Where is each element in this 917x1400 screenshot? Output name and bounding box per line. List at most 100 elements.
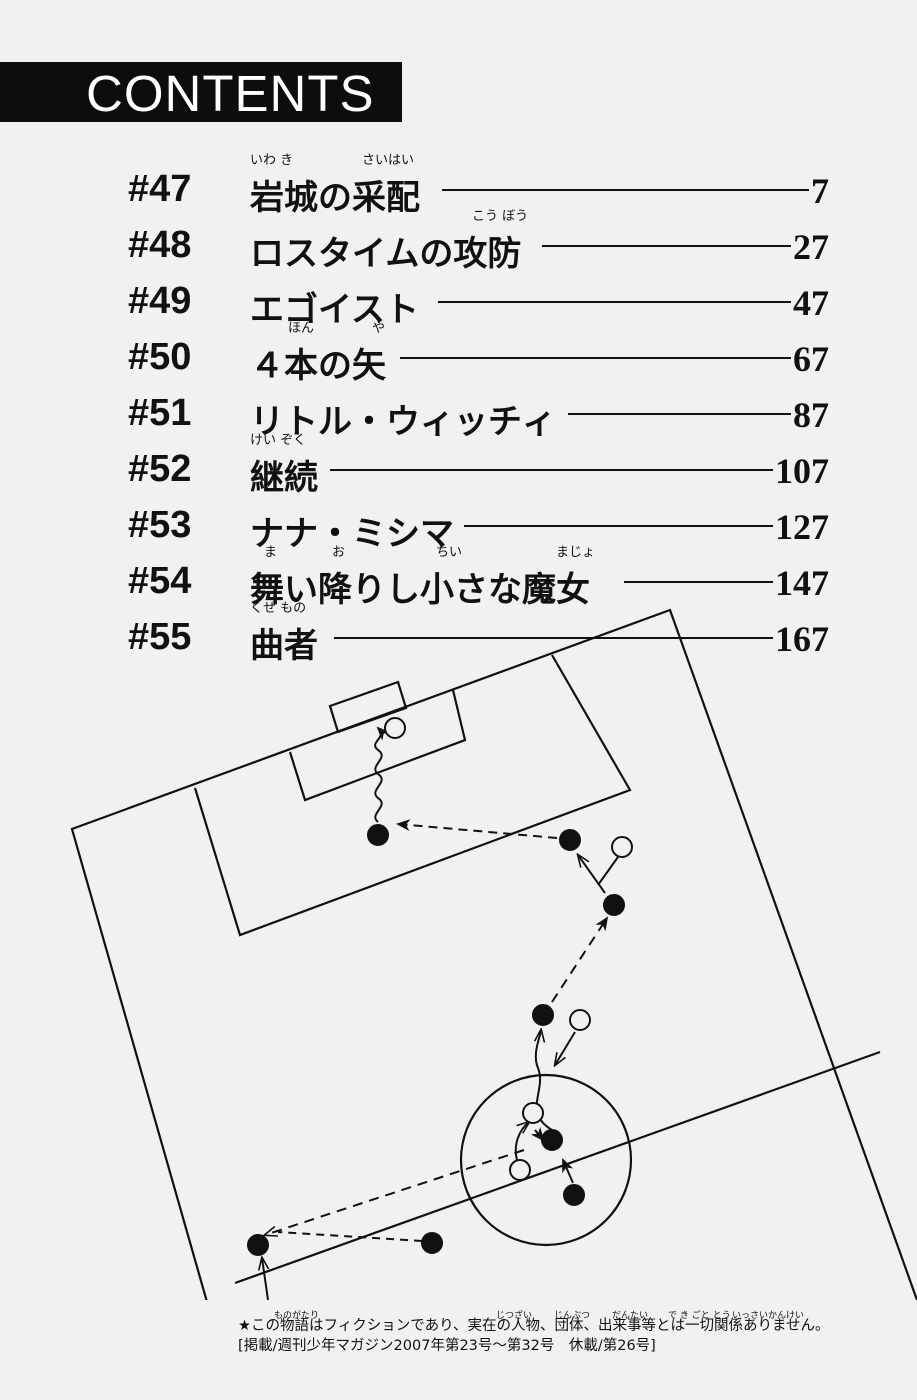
leader-line [442, 189, 821, 191]
page-number: 7 [809, 170, 829, 212]
chapter-title: 継続 [250, 450, 324, 499]
pass-arrow-4 [265, 1149, 525, 1235]
furigana: や [372, 321, 386, 336]
player-white [384, 717, 406, 739]
furigana: お [332, 545, 346, 560]
dribble-path-to-goal [374, 726, 391, 823]
player-white [509, 1159, 531, 1181]
chapter-number: #53 [128, 504, 192, 546]
table-of-contents: いわ き さいはい #47 岩城の采配 7 こう ぼう #48 ロスタイムの攻防 27 #49 エゴ… [0, 0, 917, 680]
chapter-number: #48 [128, 224, 192, 266]
toc-row[interactable]: こう ぼう #48 ロスタイムの攻防 27 [0, 209, 917, 275]
chapter-number: #47 [128, 168, 192, 210]
leader-line [464, 525, 821, 527]
penalty-area [193, 654, 632, 937]
pass-arrow-1 [396, 819, 558, 839]
footnote-furigana: じつざい [496, 1311, 533, 1321]
footnote-furigana: だんたい [612, 1311, 649, 1321]
player-white [569, 1009, 591, 1031]
chapter-number: #52 [128, 448, 192, 490]
run-arrow-4 [262, 1258, 268, 1300]
page-number: 127 [773, 506, 829, 548]
leader-line [438, 301, 821, 303]
disclaimer-line: ★この物語はフィクションであり、実在の人物、団体、出来事等とは一切関係ありません… [238, 1311, 908, 1336]
pass-arrow-2 [551, 916, 609, 1003]
leader-line [624, 581, 821, 583]
center-circle [459, 1073, 633, 1247]
page-number: 27 [791, 226, 829, 268]
toc-row[interactable]: くせ もの #55 曲者 167 [0, 601, 917, 667]
soccer-tactics-diagram [70, 608, 917, 1300]
field-boundary [70, 608, 917, 1300]
page-number: 147 [773, 562, 829, 604]
furigana: まじょ [556, 545, 596, 560]
run-arrow-1 [578, 855, 606, 894]
publication-text: [掲載/週刊少年マガジン2007年第23号〜第32号 休載/第26号] [238, 1338, 656, 1354]
players-layer [247, 717, 633, 1256]
furigana: ほん [288, 321, 315, 336]
player-black [559, 829, 581, 851]
run-arrow-2 [514, 1122, 529, 1161]
footnote-furigana: で き ごと とう [668, 1311, 731, 1321]
contents-title: CONTENTS [86, 65, 375, 122]
player-black [532, 1004, 554, 1026]
chapter-number: #50 [128, 336, 192, 378]
player-black [421, 1232, 443, 1254]
chapter-title: ロスタイムの攻防 [250, 226, 528, 275]
furigana: こう ぼう [472, 209, 529, 224]
toc-row[interactable]: #53 ナナ・ミシマ 127 [0, 504, 917, 555]
toc-row[interactable]: ほん や #50 ４本の矢 67 [0, 321, 917, 387]
publication-line: [掲載/週刊少年マガジン2007年第23号〜第32号 休載/第26号] [238, 1336, 908, 1356]
chapter-number: #54 [128, 560, 192, 602]
mark-arrow-2 [555, 1031, 576, 1065]
player-black [367, 824, 389, 846]
chapter-title: ４本の矢 [250, 338, 392, 387]
page-number: 47 [791, 282, 829, 324]
player-white [611, 836, 633, 858]
player-black [603, 894, 625, 916]
footnotes: ★この物語はフィクションであり、実在の人物、団体、出来事等とは一切関係ありません… [238, 1311, 908, 1356]
furigana: くせ もの [250, 601, 307, 616]
footnote-furigana: ものがたり [274, 1311, 320, 1321]
goal [328, 680, 408, 734]
page-number: 87 [791, 394, 829, 436]
leader-line [334, 637, 821, 639]
leader-line [568, 413, 821, 415]
furigana: ま [264, 545, 278, 560]
furigana: ちい [436, 545, 463, 560]
chapter-number: #49 [128, 280, 192, 322]
page-number: 107 [773, 450, 829, 492]
player-black [541, 1129, 563, 1151]
footnote-furigana: いっさいかんけい [732, 1311, 805, 1321]
chapter-number: #51 [128, 392, 192, 434]
disclaimer-text: ★この物語はフィクションであり、実在の人物、団体、出来事等とは一切関係ありません… [238, 1318, 830, 1334]
page-number: 67 [791, 338, 829, 380]
contents-title-bar: CONTENTS [0, 62, 402, 122]
toc-row[interactable]: いわ き さいはい #47 岩城の采配 7 [0, 153, 917, 219]
chapter-title: リトル・ウィッチィ [250, 394, 562, 443]
chapter-title: ナナ・ミシマ [250, 506, 460, 555]
furigana: けい ぞく [250, 433, 307, 448]
toc-row[interactable]: ま お ちい まじょ #54 舞い降りし小さな魔女 147 [0, 545, 917, 611]
leader-line [330, 469, 821, 471]
chapter-title: 曲者 [250, 618, 324, 667]
player-black [247, 1234, 269, 1256]
chapter-title: 舞い降りし小さな魔女 [250, 562, 596, 611]
furigana: さいはい [362, 153, 415, 168]
chapter-title: 岩城の采配 [250, 170, 426, 219]
goal-area [288, 689, 467, 802]
run-arrow-3 [562, 1158, 574, 1184]
chapter-title: エゴイスト [250, 282, 425, 331]
footnote-furigana: じんぶつ [554, 1311, 591, 1321]
chapter-number: #55 [128, 616, 192, 658]
toc-row[interactable]: #51 リトル・ウィッチィ 87 [0, 392, 917, 443]
furigana: いわ き [250, 153, 294, 168]
pass-arrow-5 [277, 1231, 423, 1242]
mark-arrow-1 [597, 856, 619, 886]
player-black [563, 1184, 585, 1206]
toc-row[interactable]: #49 エゴイスト 47 [0, 280, 917, 331]
leader-line [400, 357, 821, 359]
halfway-line [234, 1050, 881, 1285]
toc-row[interactable]: けい ぞく #52 継続 107 [0, 433, 917, 499]
page-number: 167 [773, 618, 829, 660]
